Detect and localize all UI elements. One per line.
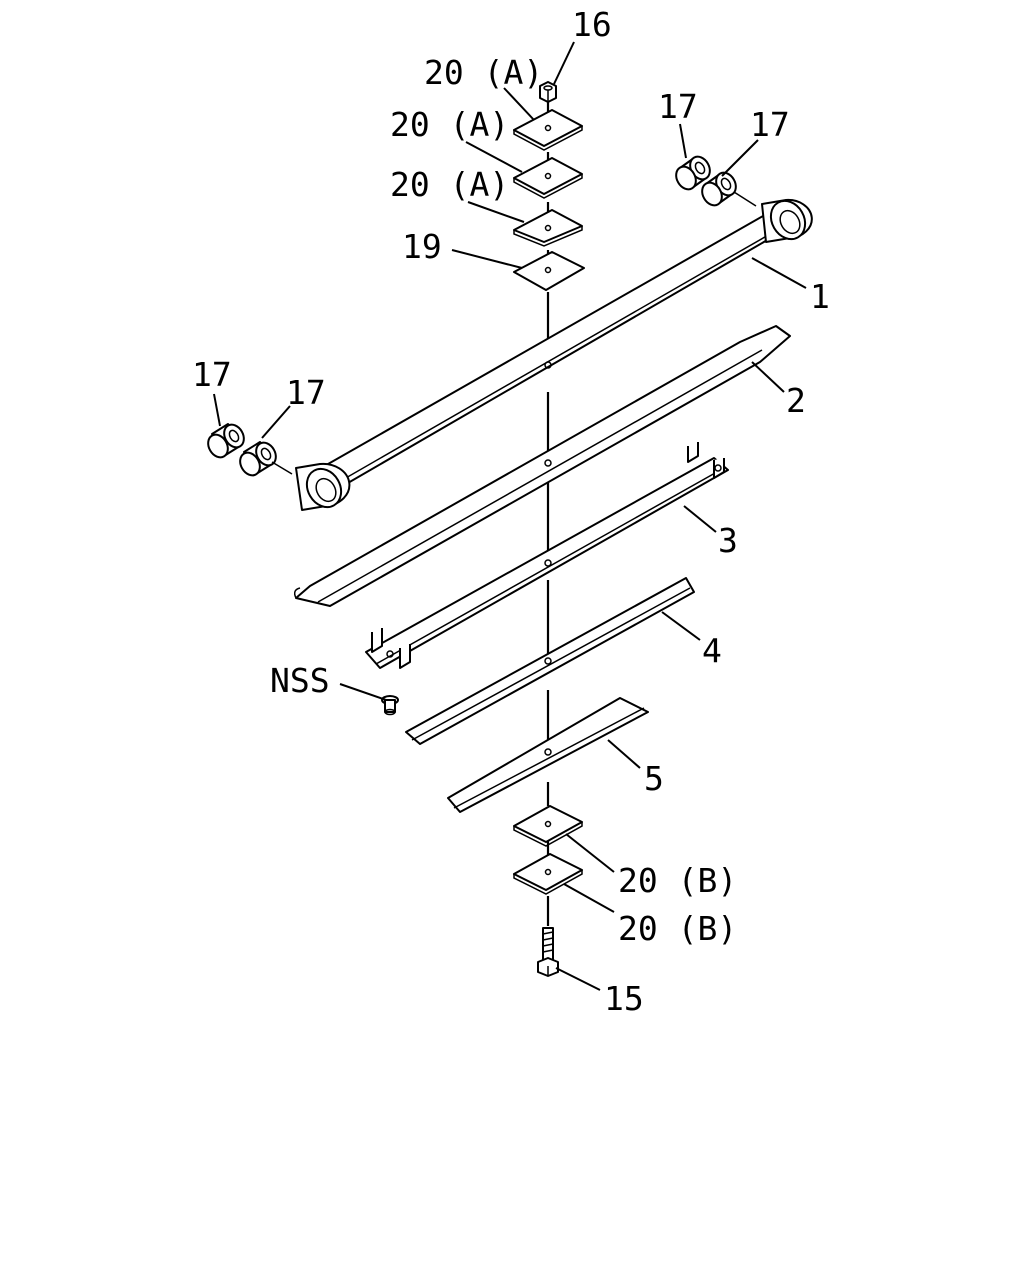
label-4: 4 — [702, 631, 722, 670]
label-20a-3: 20 (A) — [390, 165, 509, 204]
part-19-shim — [513, 251, 585, 291]
label-1: 1 — [810, 277, 830, 316]
part-16-nut — [539, 81, 557, 103]
label-20a-1: 20 (A) — [424, 53, 543, 92]
label-3: 3 — [718, 521, 738, 560]
part-20a-plate-2 — [513, 157, 583, 199]
part-nss-rivet — [381, 695, 399, 716]
label-15: 15 — [604, 979, 644, 1018]
part-17-bushing-bottom-right — [239, 441, 293, 477]
part-2-second-leaf — [293, 325, 791, 607]
part-20b-plate-2 — [513, 853, 583, 895]
leaf-3-clip-left — [371, 628, 411, 669]
label-16: 16 — [572, 5, 612, 44]
leaf-3-clip-right — [687, 442, 725, 479]
part-1-main-leaf — [295, 198, 813, 511]
part-20b-plate-1 — [513, 805, 583, 847]
label-5: 5 — [644, 759, 664, 798]
label-17-top-right: 17 — [750, 105, 790, 144]
main-leaf-right-eye — [761, 198, 813, 243]
label-20a-2: 20 (A) — [390, 105, 509, 144]
part-3-third-leaf — [365, 442, 729, 669]
part-20a-plate-1 — [513, 109, 583, 151]
part-5-fifth-leaf — [447, 697, 649, 813]
label-20b-1: 20 (B) — [618, 861, 737, 900]
label-20b-2: 20 (B) — [618, 909, 737, 948]
part-20a-plate-3 — [513, 209, 583, 247]
label-17-top-left: 17 — [658, 87, 698, 126]
label-2: 2 — [786, 381, 806, 420]
callout-labels: 16 20 (A) 20 (A) 20 (A) 19 17 17 17 17 1… — [192, 5, 830, 1018]
label-19: 19 — [402, 227, 442, 266]
label-17-bottom-left: 17 — [192, 355, 232, 394]
label-nss: NSS — [270, 661, 330, 700]
part-17-bushing-bottom-left — [207, 423, 245, 459]
label-17-bottom-right: 17 — [286, 373, 326, 412]
part-15-center-bolt — [537, 927, 559, 977]
part-4-fourth-leaf — [405, 577, 695, 745]
part-17-bushing-top-left — [675, 155, 711, 191]
main-leaf-left-eye — [295, 462, 351, 511]
leader-lines — [213, 41, 807, 991]
part-17-bushing-top-right — [701, 171, 757, 207]
